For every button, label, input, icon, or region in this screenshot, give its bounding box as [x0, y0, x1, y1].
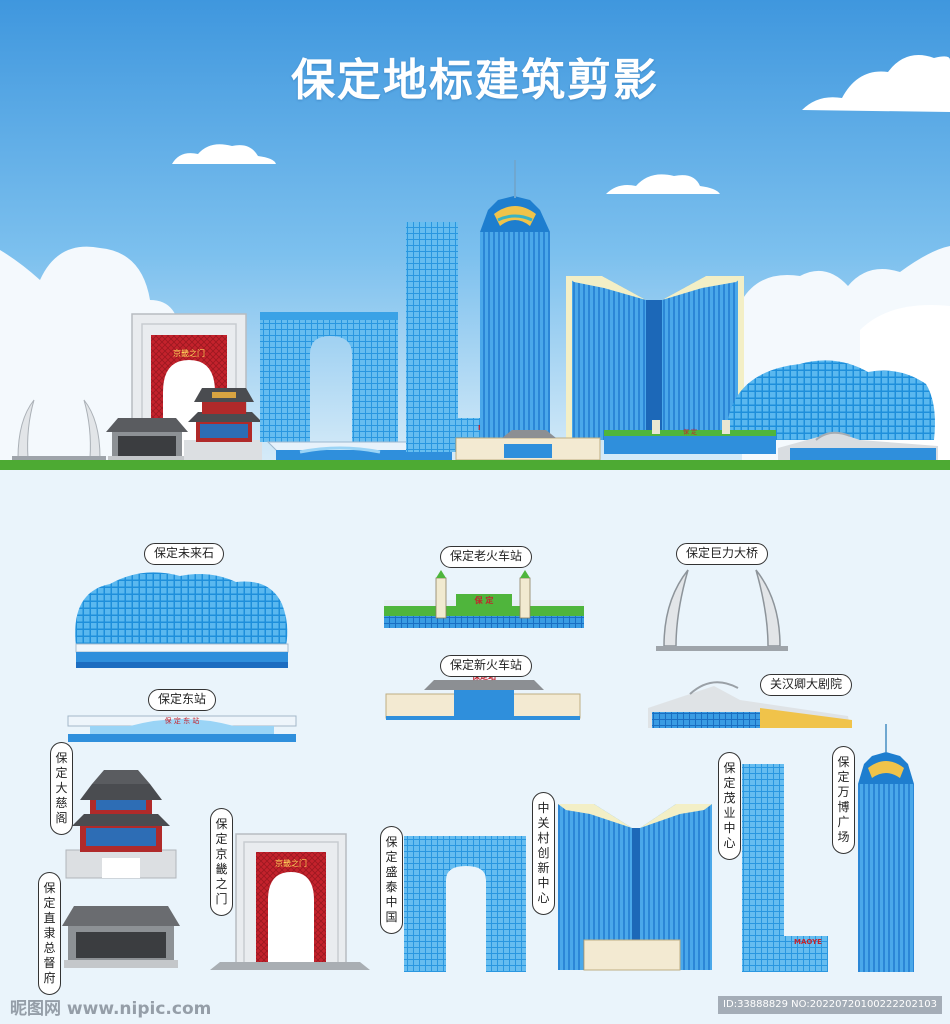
label-shengtai: 保定盛泰中国	[380, 826, 403, 934]
weilaishi-illustration	[75, 572, 289, 668]
old-station-sign: 保 定	[474, 595, 494, 605]
label-xinhuochezhan: 保定新火车站	[440, 655, 533, 677]
wanbo-illustration	[858, 724, 914, 972]
maoye-logo: MAOYE	[794, 938, 822, 946]
label-zhongguancun: 中关村创新中心	[532, 792, 555, 915]
guanhanqing-illustration	[648, 681, 852, 728]
label-maoye: 保定茂业中心	[718, 752, 741, 860]
daciige-illustration	[65, 770, 177, 879]
skyline-top: 京畿之门 MAOYE	[0, 160, 950, 470]
zhilizongdufu-illustration	[62, 906, 180, 968]
watermark-right: ID:33888829 NO:20220720100222202103	[718, 996, 942, 1014]
julidaqiao-illustration	[656, 569, 788, 651]
xinhuochezhan-illustration: 保定站	[385, 671, 581, 720]
label-dongzhan: 保定东站	[148, 689, 217, 711]
label-guanhanqing: 关汉卿大剧院	[760, 674, 853, 696]
watermark-left: 昵图网 www.nipic.com	[10, 999, 212, 1019]
label-weilaishi: 保定未来石	[144, 543, 225, 565]
label-zhilizongdufu: 保定直隶总督府	[38, 872, 61, 995]
dongzhan-illustration: 保 定 东 站	[67, 715, 297, 742]
label-wanbo: 保定万博广场	[832, 746, 855, 854]
label-julidaqiao: 保定巨力大桥	[676, 543, 769, 565]
shengtai-illustration	[404, 836, 526, 972]
label-jingjizhimen: 保定京畿之门	[210, 808, 233, 916]
page-title: 保定地标建筑剪影	[291, 55, 659, 106]
east-station-sign: 保 定 东 站	[165, 716, 200, 725]
gate-sign: 京畿之门	[173, 348, 205, 358]
zhongguancun-illustration	[558, 804, 712, 971]
gate-sign-lower: 京畿之门	[275, 858, 307, 868]
laohuochezhan-illustration: 保 定	[384, 570, 584, 628]
label-laohuochezhan: 保定老火车站	[440, 546, 533, 568]
ground	[0, 460, 950, 470]
jingjizhimen-illustration: 京畿之门	[210, 833, 370, 970]
label-daciige: 保定大慈阁	[50, 742, 73, 835]
old-station-sign-top: 保 定	[683, 428, 697, 436]
maoye-illustration: MAOYE	[742, 764, 828, 972]
